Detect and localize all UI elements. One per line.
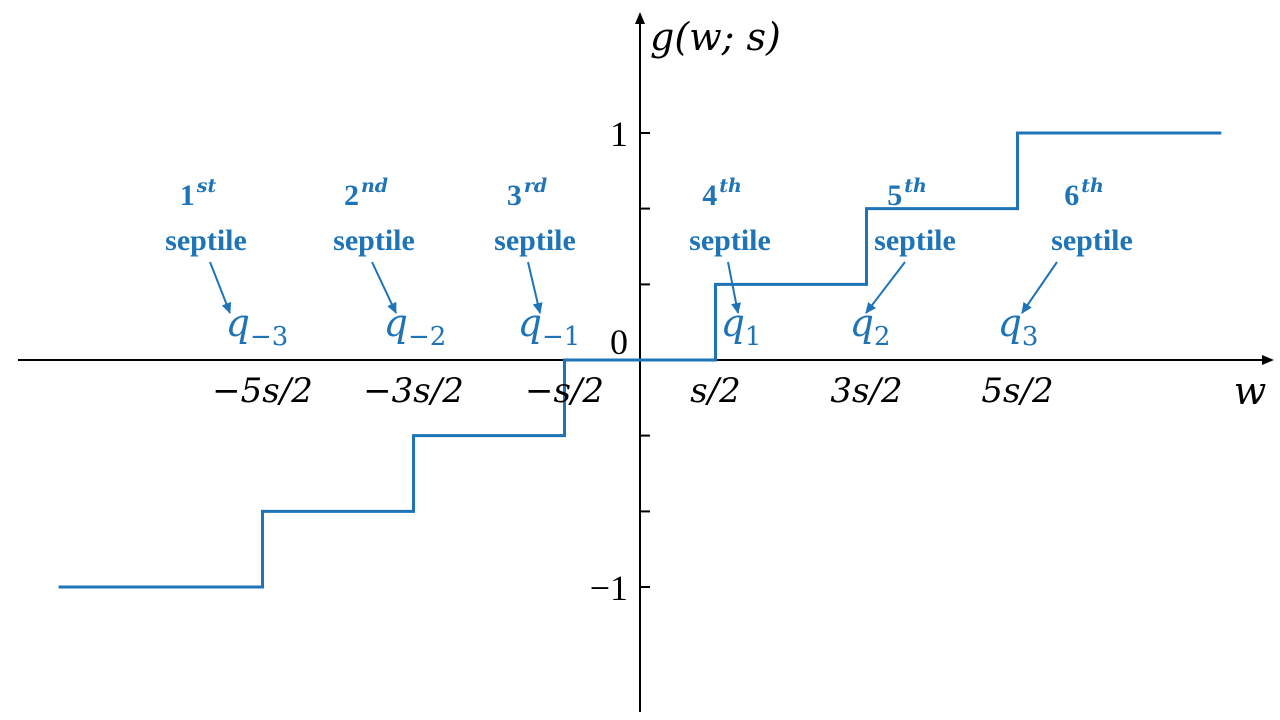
y-tick-label: −1 bbox=[590, 568, 628, 608]
septile-arrow bbox=[527, 261, 543, 314]
septile-word: septile bbox=[333, 224, 415, 257]
septile-arrow bbox=[371, 261, 397, 314]
septile-arrow bbox=[727, 261, 741, 314]
quantile-label: q3 bbox=[998, 301, 1039, 352]
step-series-line bbox=[58, 131, 1222, 589]
septile-word: septile bbox=[494, 224, 576, 257]
septile-word: septile bbox=[689, 224, 771, 257]
septile-word: septile bbox=[1051, 224, 1133, 257]
x-tick-label: −5s/2 bbox=[212, 371, 313, 411]
x-axis-label: w bbox=[1234, 369, 1267, 413]
y-axis-label: g(w; s) bbox=[650, 15, 781, 59]
x-tick-label: −3s/2 bbox=[363, 371, 464, 411]
quantile-label: q−2 bbox=[384, 301, 447, 352]
septile-arrow bbox=[865, 261, 906, 314]
septile-arrow bbox=[209, 261, 232, 314]
quantile-label: q1 bbox=[721, 301, 762, 352]
x-tick-label: −s/2 bbox=[525, 371, 604, 411]
x-tick-label: 3s/2 bbox=[830, 371, 902, 411]
origin-label: 0 bbox=[610, 322, 628, 362]
x-tick-label: 5s/2 bbox=[981, 371, 1053, 411]
septile-word: septile bbox=[874, 224, 956, 257]
y-tick-label: 1 bbox=[610, 114, 628, 154]
septile-word: septile bbox=[165, 224, 247, 257]
quantile-label: q−3 bbox=[226, 301, 289, 352]
septile-arrow bbox=[1021, 261, 1058, 314]
x-tick-label: s/2 bbox=[690, 371, 741, 411]
quantile-label: q2 bbox=[850, 301, 891, 352]
quantile-label: q−1 bbox=[518, 301, 581, 352]
